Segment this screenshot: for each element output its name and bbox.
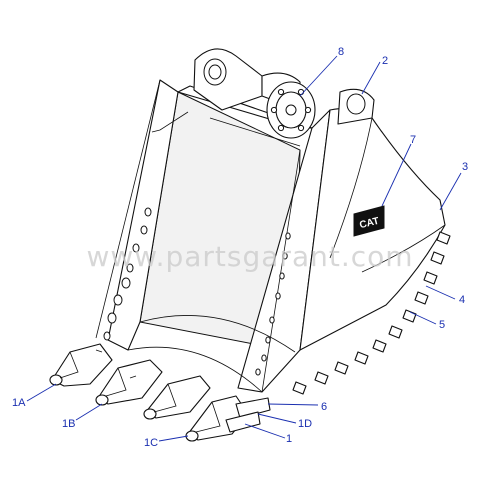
callout-1a: 1A [12, 397, 26, 409]
callout-labels: 8 2 7 3 4 5 6 1D 1 1A 1B 1C [12, 46, 468, 449]
callout-3: 3 [462, 161, 468, 173]
tooth-1a [49, 343, 113, 387]
leader-8 [299, 55, 338, 97]
callout-2: 2 [382, 55, 388, 67]
watermark-text: www.partsgarant.com [86, 240, 413, 273]
leader-lines [26, 55, 462, 442]
tooth-1d-wear-plate [225, 397, 271, 433]
cat-logo-plate: CAT [353, 205, 385, 237]
callout-7: 7 [410, 134, 416, 146]
leader-4 [425, 285, 456, 300]
leader-1a [26, 383, 57, 402]
leader-5 [409, 311, 437, 325]
leader-2 [361, 61, 381, 95]
leader-7 [381, 143, 412, 207]
bucket-body [95, 79, 446, 393]
callout-1: 1 [286, 433, 292, 445]
callout-1b: 1B [62, 418, 75, 430]
pin-flange [266, 81, 316, 139]
leader-1b [75, 403, 103, 421]
leader-1c [158, 435, 189, 442]
cat-logo-text: CAT [358, 216, 380, 231]
leader-1 [244, 423, 286, 439]
callout-8: 8 [338, 46, 344, 58]
callout-5: 5 [439, 319, 445, 331]
side-cutters [292, 231, 451, 395]
callout-6: 6 [321, 401, 327, 413]
leader-3 [439, 172, 462, 211]
leader-1d [257, 413, 297, 424]
leader-6 [267, 403, 319, 406]
side-plate-holes [103, 207, 291, 376]
tooth-1b [95, 359, 163, 406]
callout-1d: 1D [298, 418, 312, 430]
tooth-adapter-mid [143, 375, 211, 420]
callout-1c: 1C [144, 437, 158, 449]
callout-4: 4 [459, 294, 465, 306]
